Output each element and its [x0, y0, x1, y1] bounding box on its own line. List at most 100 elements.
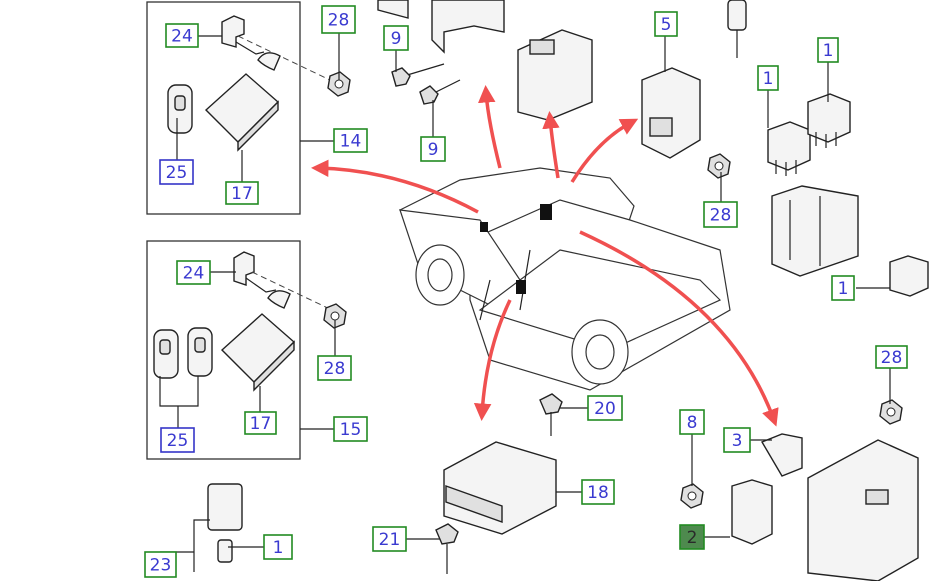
callout-box: [679, 524, 705, 550]
callout-9[interactable]: 9: [420, 136, 446, 162]
callout-number: 9: [428, 140, 439, 160]
callout-24[interactable]: 24: [165, 23, 199, 48]
callout-box: [263, 534, 293, 560]
kit-frame-15: [146, 240, 301, 460]
nut-part: [323, 303, 347, 329]
callout-18[interactable]: 18: [581, 479, 615, 505]
callout-25[interactable]: 25: [159, 159, 194, 185]
callout-number: 28: [881, 348, 903, 368]
kit-frame-14: [146, 1, 301, 215]
callout-9[interactable]: 9: [383, 25, 409, 51]
callout-number: 24: [183, 264, 205, 284]
module-part: [443, 441, 557, 535]
callout-20[interactable]: 20: [587, 395, 623, 421]
callout-5[interactable]: 5: [654, 11, 678, 37]
nut-part: [707, 153, 731, 179]
clip-part: [257, 52, 281, 71]
callout-box: [225, 181, 259, 205]
relay-part: [767, 121, 811, 176]
callout-1[interactable]: 1: [817, 37, 839, 63]
callout-number: 15: [340, 420, 362, 440]
vehicle-illustration: [398, 167, 731, 391]
callout-number: 2: [687, 528, 698, 548]
callout-14[interactable]: 14: [333, 128, 368, 153]
callout-number: 24: [171, 27, 193, 47]
callout-box: [160, 427, 195, 453]
callout-number: 25: [166, 163, 188, 183]
relay-part: [731, 479, 773, 545]
callout-number: 28: [710, 206, 732, 226]
callout-21[interactable]: 21: [372, 526, 407, 552]
callout-box: [581, 479, 615, 505]
callout-25[interactable]: 25: [160, 427, 195, 453]
clip-part: [267, 290, 291, 309]
callout-number: 20: [594, 399, 616, 419]
callout-box: [176, 260, 211, 285]
bolt-part: [391, 63, 445, 87]
callout-number: 1: [763, 69, 774, 89]
remote-fob-part: [187, 327, 213, 377]
callout-box: [703, 201, 738, 228]
callout-box: [372, 526, 407, 552]
callout-number: 17: [231, 184, 253, 204]
bracket-part: [377, 0, 505, 54]
callout-3[interactable]: 3: [723, 427, 751, 453]
callout-box: [831, 275, 855, 301]
callout-1[interactable]: 1: [831, 275, 855, 301]
control-module-part: [204, 73, 280, 152]
callout-2[interactable]: 2: [679, 524, 705, 550]
callout-box: [817, 37, 839, 63]
dash-line: [251, 271, 333, 311]
callout-box: [757, 65, 779, 91]
callout-box: [244, 411, 277, 435]
callout-28[interactable]: 28: [321, 5, 356, 34]
callout-number: 23: [150, 556, 172, 576]
bolt-part: [419, 79, 461, 105]
relay-part: [807, 93, 851, 148]
callout-17[interactable]: 17: [244, 411, 277, 435]
callout-box: [333, 416, 368, 442]
callout-box: [165, 23, 199, 48]
callout-box: [875, 345, 908, 369]
callout-number: 1: [823, 41, 834, 61]
callout-box: [159, 159, 194, 185]
callout-number: 5: [661, 15, 672, 35]
callout-23[interactable]: 23: [144, 551, 177, 578]
callout-box: [383, 25, 409, 51]
callout-number: 3: [732, 431, 743, 451]
callout-box: [587, 395, 623, 421]
nut-part: [680, 483, 704, 509]
callout-28[interactable]: 28: [875, 345, 908, 369]
callout-1[interactable]: 1: [757, 65, 779, 91]
bolt-part: [435, 523, 459, 574]
nut-part: [879, 399, 903, 425]
module-part: [517, 29, 593, 121]
callout-box: [321, 5, 356, 34]
relay-part: [641, 67, 701, 159]
callout-number: 8: [687, 413, 698, 433]
callout-15[interactable]: 15: [333, 416, 368, 442]
callout-number: 28: [324, 359, 346, 379]
callout-number: 25: [167, 431, 189, 451]
relay-part: [889, 255, 929, 297]
bracket-part: [233, 251, 277, 293]
callout-box: [144, 551, 177, 578]
relay-block-part: [771, 185, 859, 277]
callout-17[interactable]: 17: [225, 181, 259, 205]
callout-number: 1: [838, 279, 849, 299]
nut-part: [327, 71, 351, 97]
callout-number: 17: [250, 414, 272, 434]
callout-number: 14: [340, 132, 362, 152]
callout-box: [420, 136, 446, 162]
callout-box: [654, 11, 678, 37]
callout-1[interactable]: 1: [263, 534, 293, 560]
callout-number: 28: [328, 11, 350, 31]
callout-8[interactable]: 8: [679, 409, 705, 435]
callout-24[interactable]: 24: [176, 260, 211, 285]
callout-number: 1: [273, 538, 284, 558]
callout-28[interactable]: 28: [317, 355, 352, 381]
callout-28[interactable]: 28: [703, 201, 738, 228]
callout-box: [723, 427, 751, 453]
